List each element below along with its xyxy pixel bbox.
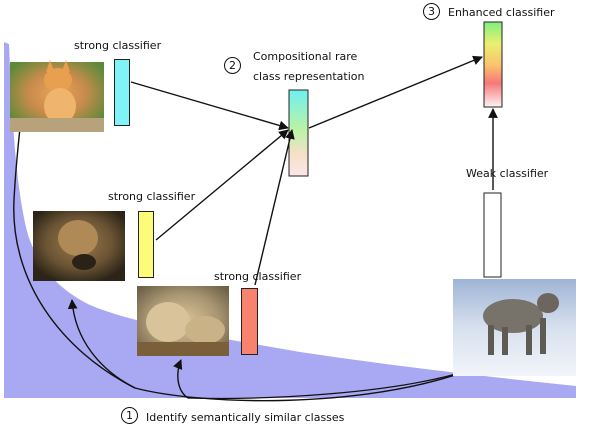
arrow-yellow-to-compose (155, 129, 289, 241)
curve-lynx-to-cheetah-base (187, 369, 471, 399)
weak-classifier-bar (483, 192, 502, 278)
step-three-badge: 3 (423, 3, 440, 20)
step-one-badge: 1 (121, 407, 138, 424)
long-tail-distribution (4, 42, 576, 398)
identify-classes-label: Identify semantically similar classes (146, 411, 345, 424)
lynx-image (453, 279, 576, 376)
strong-classifier-cyan-bar (114, 59, 130, 126)
weak-classifier-label: Weak classifier (466, 167, 549, 180)
arrow-cyan-to-compose (130, 81, 289, 131)
curve-from-lynx (134, 369, 471, 402)
strong-classifier-label-top: strong classifier (74, 39, 162, 52)
curve-to-cheetah (173, 359, 189, 399)
cheetah-image (137, 286, 229, 356)
lioness-image (33, 211, 125, 281)
strong-classifier-red-bar (241, 288, 258, 355)
strong-classifier-yellow-bar (138, 211, 154, 278)
enhanced-classifier-bar (483, 21, 503, 108)
curve-to-lioness (67, 299, 136, 389)
strong-classifier-label-mid: strong classifier (108, 190, 196, 203)
arrow-compose-to-enhanced (308, 55, 483, 129)
curve-to-kitten (13, 107, 136, 389)
kitten-image (10, 60, 104, 132)
strong-classifier-label-low: strong classifier (214, 270, 302, 283)
compositional-label-line1: Compositional rare (253, 50, 358, 63)
step-two-badge: 2 (224, 57, 241, 74)
arrow-red-to-compose (254, 129, 295, 286)
enhanced-classifier-label: Enhanced classifier (448, 6, 555, 19)
compositional-label-line2: class representation (253, 70, 365, 83)
